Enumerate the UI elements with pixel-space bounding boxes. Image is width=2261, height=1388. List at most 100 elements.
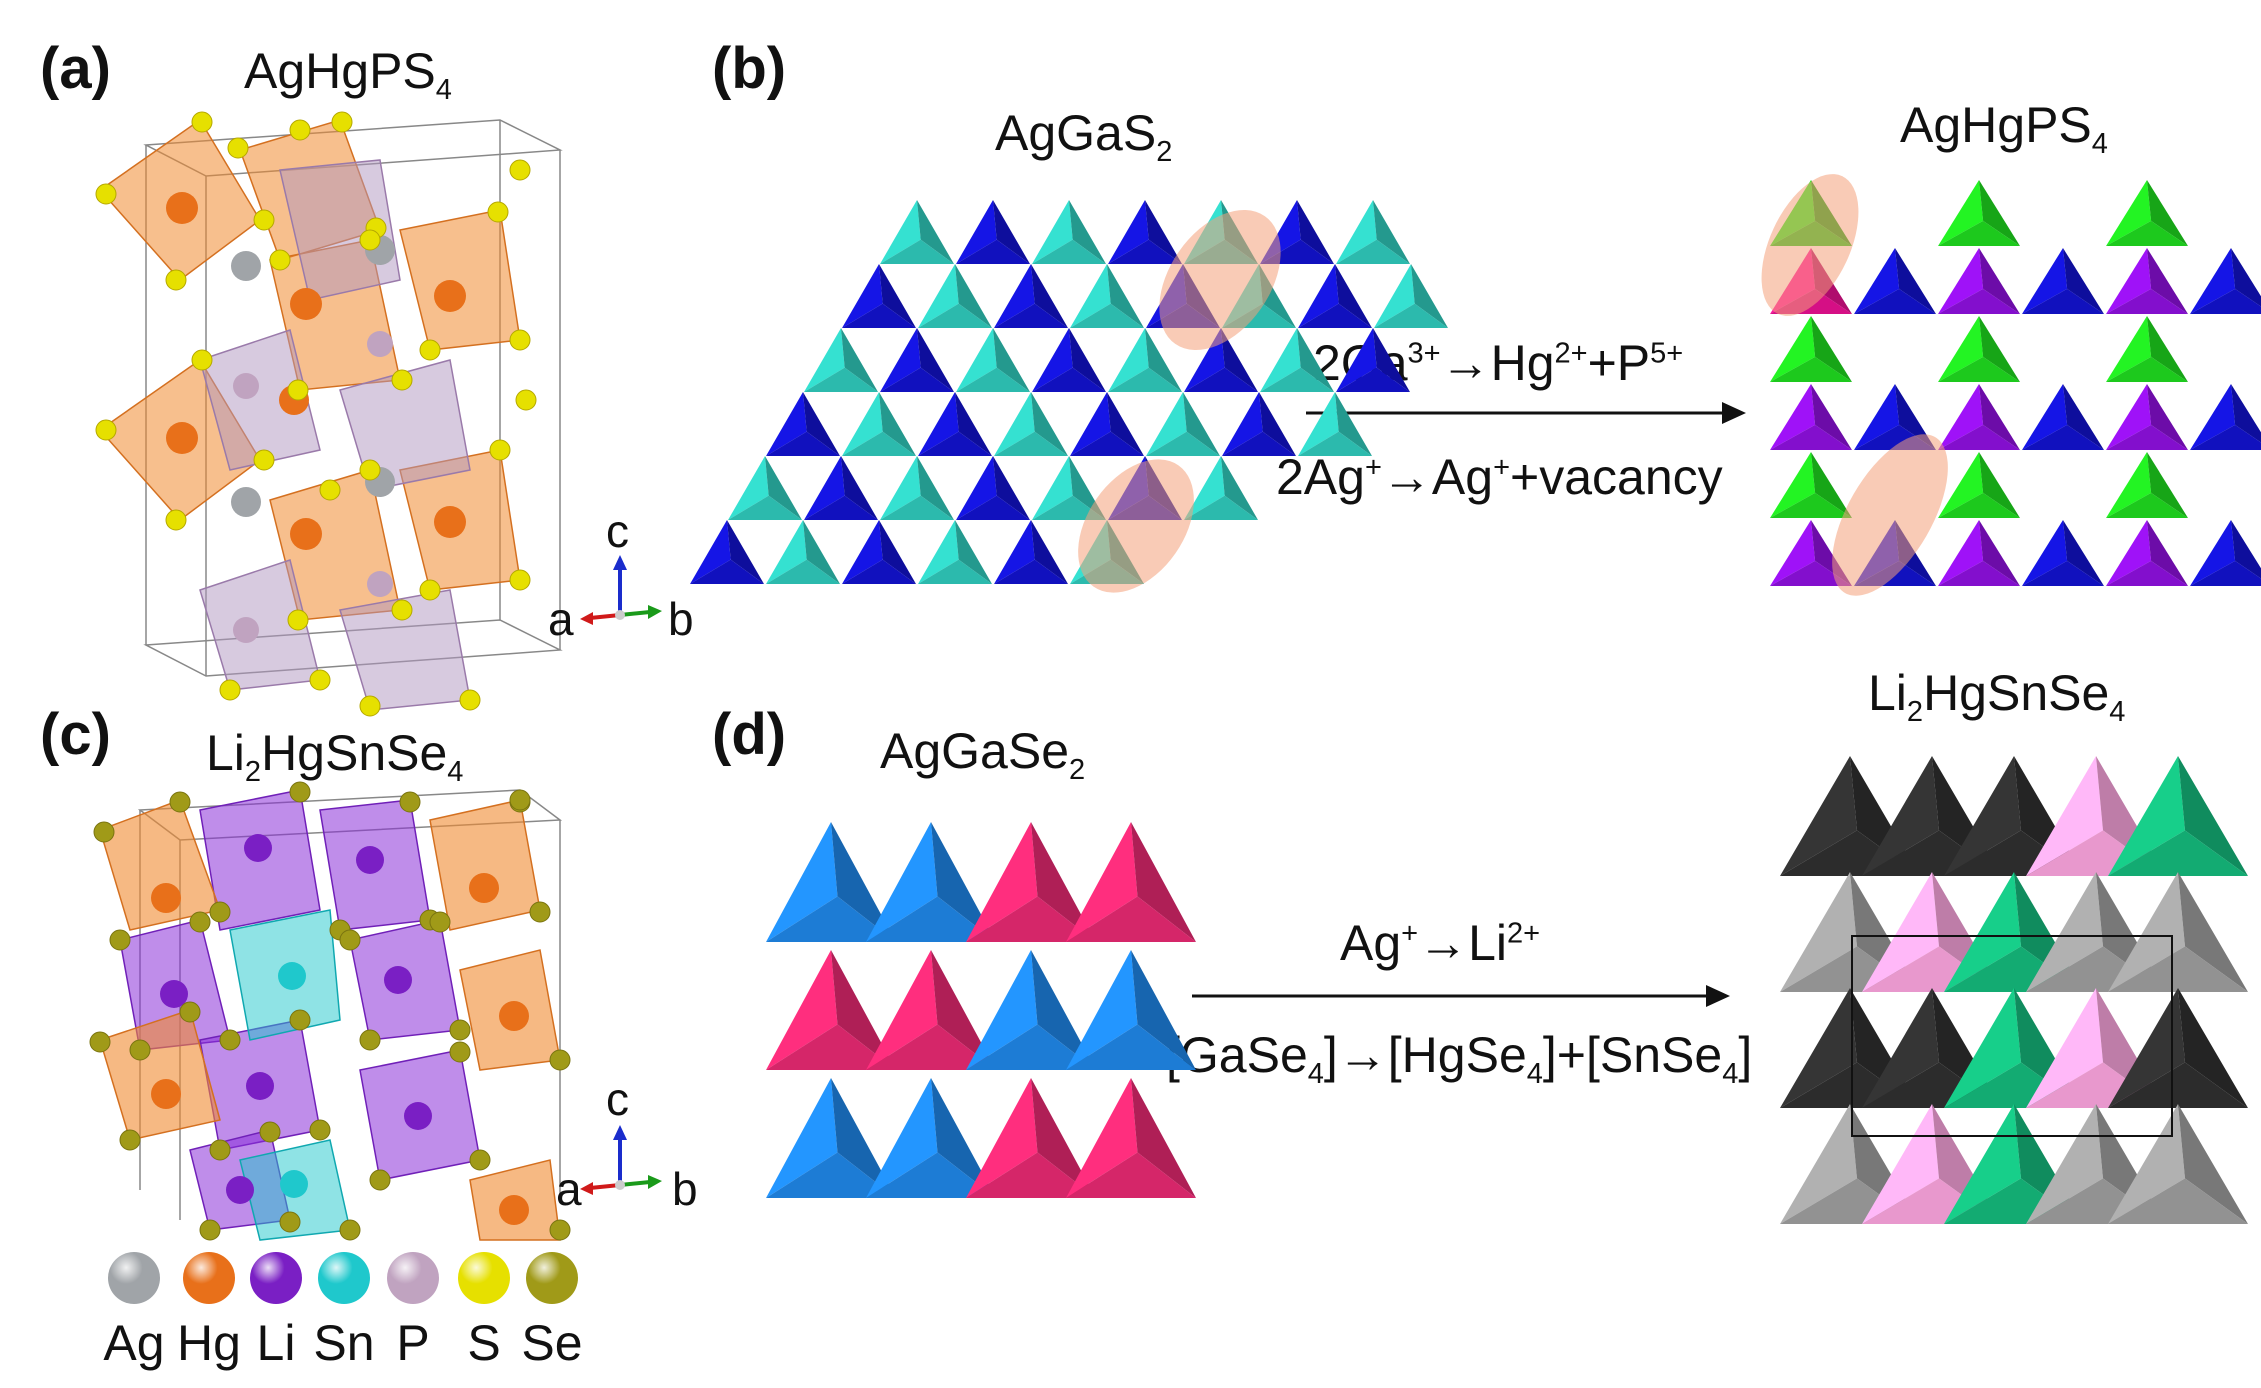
tetrahedron-b-left bbox=[1070, 392, 1144, 456]
tetrahedron-d-left bbox=[966, 822, 1096, 942]
lattice-d-right bbox=[1780, 756, 2248, 1224]
title-d-left: AgGaSe2 bbox=[880, 723, 1086, 786]
tetrahedron-b-left bbox=[1184, 456, 1258, 520]
tetrahedron-b-left bbox=[1336, 200, 1410, 264]
tetrahedron-b-left bbox=[880, 456, 954, 520]
tetrahedron-b-left bbox=[918, 264, 992, 328]
legend-swatch-shine bbox=[183, 1252, 235, 1304]
legend-label-ag: Ag bbox=[103, 1315, 165, 1371]
tetrahedron-b-left bbox=[994, 264, 1068, 328]
legend-swatch-shine bbox=[458, 1252, 510, 1304]
purple-tetrahedra bbox=[199, 159, 471, 711]
tetrahedron-b-right bbox=[1770, 384, 1852, 450]
axis-label-a-bottom: a bbox=[556, 1163, 582, 1215]
axis-label-b-bottom: b bbox=[672, 1163, 698, 1215]
tetrahedron-b-right bbox=[2022, 248, 2104, 314]
element-legend-swatches bbox=[108, 1252, 578, 1304]
tetrahedron-b-left bbox=[994, 392, 1068, 456]
highlight-ellipse-b-left-top bbox=[1159, 209, 1281, 351]
axis-triad-c bbox=[580, 1125, 662, 1195]
highlight-ellipse-b-right-bottom bbox=[1832, 434, 1948, 596]
tetrahedron-b-left bbox=[1222, 392, 1296, 456]
equation-d-2: [GaSe4]→[HgSe4]+[SnSe4] bbox=[1166, 1027, 1753, 1090]
tetrahedron-d-left bbox=[766, 1078, 896, 1198]
panel-label-b: (b) bbox=[712, 36, 787, 101]
tetrahedron-b-right bbox=[1770, 316, 1852, 382]
tetrahedron-b-left bbox=[842, 392, 916, 456]
tetrahedron-b-right bbox=[2190, 520, 2261, 586]
tetrahedron-d-left bbox=[966, 1078, 1096, 1198]
tetrahedron-b-left bbox=[1070, 264, 1144, 328]
tetrahedron-d-left bbox=[866, 822, 996, 942]
title-c: Li2HgSnSe4 bbox=[206, 725, 464, 788]
crystal-structure-a bbox=[95, 111, 563, 717]
axis-triad-a bbox=[580, 555, 662, 625]
tetrahedron-b-left bbox=[766, 520, 840, 584]
tetrahedron-b-right bbox=[2022, 384, 2104, 450]
tetrahedron-b-left bbox=[1298, 392, 1372, 456]
tetrahedron-b-right bbox=[2022, 520, 2104, 586]
highlight-ellipse-b-right-top bbox=[1761, 174, 1859, 316]
panel-label-a: (a) bbox=[40, 36, 111, 101]
legend-label-p: P bbox=[396, 1315, 430, 1371]
tetrahedron-b-left bbox=[1260, 328, 1334, 392]
tetrahedron-d-right bbox=[2108, 872, 2248, 992]
equation-d-1: Ag+→Li2+ bbox=[1340, 915, 1541, 971]
tetrahedron-b-left bbox=[880, 200, 954, 264]
tetrahedron-b-right bbox=[1938, 384, 2020, 450]
tetrahedron-b-left bbox=[1298, 264, 1372, 328]
tetrahedra-grid-d-right bbox=[1780, 756, 2248, 1224]
legend-label-se: Se bbox=[521, 1315, 583, 1371]
tetrahedron-b-right bbox=[1938, 452, 2020, 518]
tetrahedron-b-left bbox=[956, 200, 1030, 264]
lattice-b-right bbox=[1761, 174, 2261, 596]
tetrahedra-grid-d-left bbox=[766, 822, 1196, 1198]
tetrahedron-d-left bbox=[1066, 950, 1196, 1070]
legend-label-li: Li bbox=[256, 1315, 296, 1371]
tetrahedron-b-right bbox=[2106, 180, 2188, 246]
legend-swatch-shine bbox=[526, 1252, 578, 1304]
tetrahedron-b-left bbox=[918, 520, 992, 584]
equation-b-2: 2Ag+→Ag++vacancy bbox=[1276, 449, 1723, 505]
tetrahedron-d-right bbox=[2108, 756, 2248, 876]
axis-label-a-top: a bbox=[548, 593, 574, 645]
highlight-ellipse-b-left-bottom bbox=[1078, 459, 1194, 593]
axis-label-c-bottom: c bbox=[606, 1073, 629, 1125]
tetrahedron-b-right bbox=[2106, 248, 2188, 314]
tetrahedron-b-left bbox=[1336, 328, 1410, 392]
title-d-right: Li2HgSnSe4 bbox=[1868, 665, 2126, 728]
tetrahedron-d-left bbox=[766, 822, 896, 942]
tetrahedron-b-left bbox=[842, 264, 916, 328]
tetrahedron-b-left bbox=[804, 328, 878, 392]
tetrahedron-b-left bbox=[1374, 264, 1448, 328]
panel-label-d: (d) bbox=[712, 702, 787, 767]
tetrahedron-d-left bbox=[866, 950, 996, 1070]
tetrahedron-b-left bbox=[804, 456, 878, 520]
tetrahedron-b-left bbox=[690, 520, 764, 584]
orange-tetrahedra-c bbox=[99, 799, 561, 1241]
tetrahedron-b-left bbox=[1032, 200, 1106, 264]
tetrahedron-d-left bbox=[1066, 1078, 1196, 1198]
title-b-right: AgHgPS4 bbox=[1900, 97, 2108, 160]
lattice-b-left bbox=[690, 200, 1448, 593]
tetrahedron-b-left bbox=[994, 520, 1068, 584]
tetrahedron-b-right bbox=[1938, 520, 2020, 586]
tetrahedron-b-left bbox=[1108, 200, 1182, 264]
tetrahedron-b-left bbox=[1108, 328, 1182, 392]
tetrahedron-b-right bbox=[2106, 316, 2188, 382]
tetrahedron-d-left bbox=[766, 950, 896, 1070]
tetrahedron-b-right bbox=[1938, 316, 2020, 382]
tetrahedron-d-left bbox=[966, 950, 1096, 1070]
tetrahedron-d-left bbox=[1066, 822, 1196, 942]
arrow-b bbox=[1306, 402, 1746, 424]
tetrahedron-d-right bbox=[2108, 988, 2248, 1108]
title-a: AgHgPS4 bbox=[244, 43, 452, 106]
arrow-d bbox=[1192, 985, 1730, 1007]
tetrahedron-b-left bbox=[728, 456, 802, 520]
axis-label-c-top: c bbox=[606, 505, 629, 557]
tetrahedron-b-right bbox=[1938, 180, 2020, 246]
tetrahedron-b-left bbox=[1032, 328, 1106, 392]
legend-label-sn: Sn bbox=[313, 1315, 375, 1371]
tetrahedron-b-right bbox=[1770, 452, 1852, 518]
